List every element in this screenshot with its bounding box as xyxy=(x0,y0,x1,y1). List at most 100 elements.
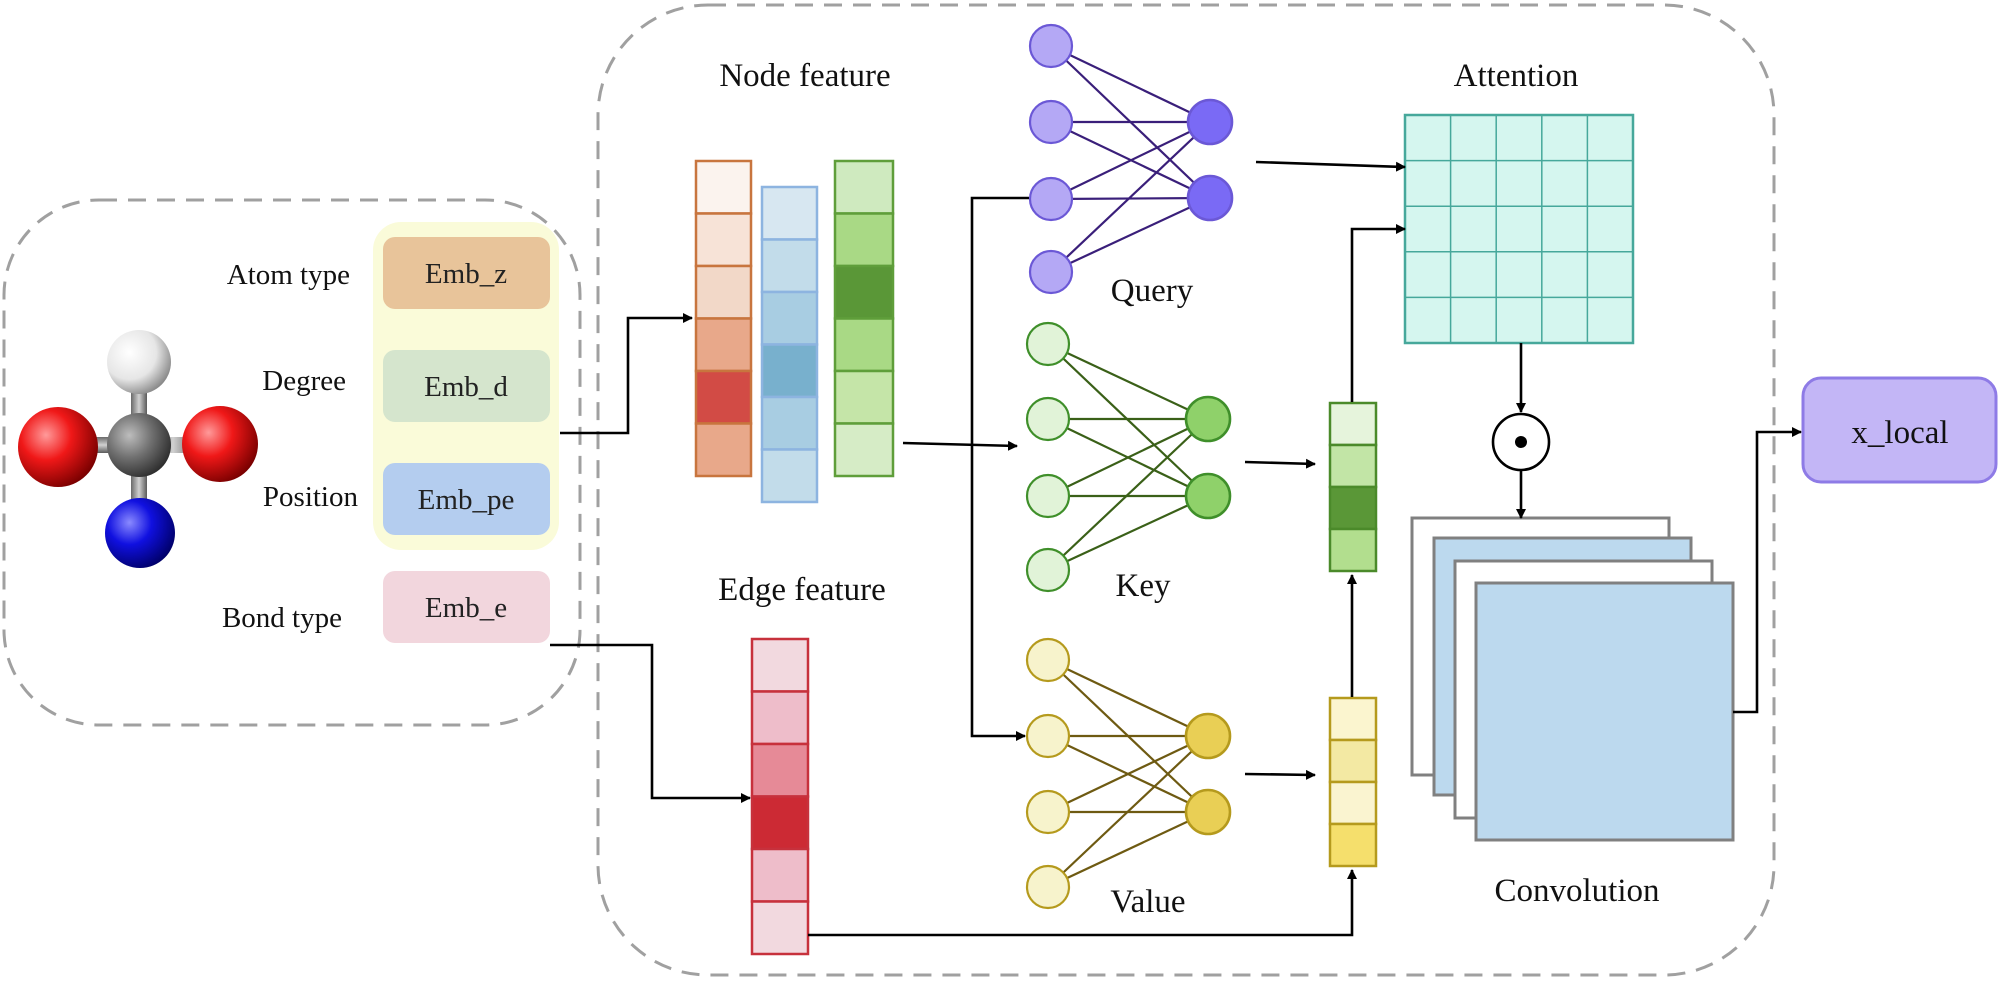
value-vector-cell xyxy=(1328,780,1378,826)
oxygen-atom-right xyxy=(182,406,258,482)
edge-feature-cell xyxy=(750,847,810,903)
arrow-emb-e-to-edge xyxy=(550,643,751,803)
key-vector-cell xyxy=(1328,443,1378,489)
key-output-node xyxy=(1184,472,1232,520)
convolution-stack xyxy=(1410,516,1735,842)
x-local-box xyxy=(1801,376,1998,484)
carbon-atom xyxy=(107,413,171,477)
key-input-node xyxy=(1025,321,1071,367)
value-vector-cell xyxy=(1328,696,1378,742)
value-vector-cell xyxy=(1328,822,1378,868)
key-input-node xyxy=(1025,396,1071,442)
edge-feature-cell xyxy=(750,742,810,798)
value-input-node xyxy=(1025,789,1071,835)
emb-e-box xyxy=(383,571,550,643)
key-edge xyxy=(1047,343,1209,420)
node-feature-col1-cell xyxy=(694,317,753,373)
key-edge xyxy=(1047,418,1209,571)
emb-e-label: Emb_e xyxy=(425,592,507,624)
key-vector xyxy=(1328,401,1378,573)
edge-feature-cell xyxy=(750,637,810,693)
node-feature-col2-cell xyxy=(760,395,819,451)
edge-feature-title: Edge feature xyxy=(718,572,886,608)
arrow-value-net-to-value-vec xyxy=(1244,769,1316,780)
hydrogen-atom xyxy=(107,330,171,394)
node-feature-column-1 xyxy=(694,159,753,478)
edge-feature-cell xyxy=(750,900,810,956)
atom-type-label: Atom type xyxy=(227,259,350,291)
arrow-emb-to-node xyxy=(560,313,693,435)
node-feature-col2-cell xyxy=(760,185,819,241)
node-feature-col3-cell xyxy=(833,317,895,373)
node-feature-col3-cell xyxy=(833,422,895,478)
attention-title: Attention xyxy=(1454,58,1579,94)
node-feature-col1-cell xyxy=(694,264,753,320)
query-label: Query xyxy=(1111,273,1194,309)
bond-type-label: Bond type xyxy=(222,602,342,634)
emb-d-label: Emb_d xyxy=(424,371,508,403)
node-feature-col1-cell xyxy=(694,369,753,425)
edge-feature-column xyxy=(750,637,810,956)
oxygen-atom-left xyxy=(18,407,98,487)
query-output-node xyxy=(1186,174,1234,222)
query-input-node xyxy=(1028,23,1074,69)
query-edge xyxy=(1050,45,1211,123)
value-input-node xyxy=(1025,637,1071,683)
node-feature-col1-cell xyxy=(694,212,753,268)
query-edge xyxy=(1050,121,1211,273)
arrow-key-vec-to-attention xyxy=(1350,224,1406,402)
key-input-node xyxy=(1025,547,1071,593)
module-group-border xyxy=(596,3,1776,977)
value-output-node xyxy=(1184,788,1232,836)
arrow-conv-to-output xyxy=(1733,427,1802,714)
value-label: Value xyxy=(1110,884,1185,920)
node-feature-col3-cell xyxy=(833,159,895,215)
emb-z-box xyxy=(383,237,550,309)
node-feature-column-2 xyxy=(760,185,819,504)
attention-matrix-frame xyxy=(1403,113,1635,345)
value-edge xyxy=(1047,659,1209,737)
node-feature-col2-cell xyxy=(760,290,819,346)
emb-pe-box xyxy=(383,463,550,535)
value-input-node xyxy=(1025,713,1071,759)
node-feature-col2-cell xyxy=(760,343,819,399)
emb-z-label: Emb_z xyxy=(425,258,507,290)
convolution-title: Convolution xyxy=(1494,873,1659,909)
value-vector-cell xyxy=(1328,738,1378,784)
node-feature-col3-cell xyxy=(833,264,895,320)
query-input-node xyxy=(1028,176,1074,222)
query-output-node xyxy=(1186,98,1234,146)
key-edge xyxy=(1047,495,1209,571)
node-feature-col2-cell xyxy=(760,238,819,294)
hadamard-dot xyxy=(1515,436,1527,448)
key-vector-cell xyxy=(1328,527,1378,573)
key-input-node xyxy=(1025,473,1071,519)
value-vector xyxy=(1328,696,1378,868)
emb-pe-label: Emb_pe xyxy=(418,484,515,516)
key-output-node xyxy=(1184,395,1232,443)
arrow-node-branch-value xyxy=(970,196,1029,741)
value-edge xyxy=(1047,811,1209,888)
value-network xyxy=(1025,637,1232,910)
query-input-node xyxy=(1028,249,1074,295)
node-feature-col3-cell xyxy=(833,369,895,425)
edge-feature-cell xyxy=(750,690,810,746)
arrow-query-to-attention xyxy=(1255,160,1406,172)
query-input-node xyxy=(1028,99,1074,145)
value-output-node xyxy=(1184,712,1232,760)
query-edge xyxy=(1050,197,1211,273)
conv-map-4 xyxy=(1474,581,1735,842)
node-feature-column-3 xyxy=(833,159,895,478)
node-feature-title: Node feature xyxy=(719,58,890,94)
nitrogen-atom xyxy=(105,498,175,568)
emb-d-box xyxy=(383,350,550,422)
node-feature-col2-cell xyxy=(760,448,819,504)
key-vector-cell xyxy=(1328,485,1378,531)
key-edge xyxy=(1047,418,1209,497)
position-label: Position xyxy=(263,481,359,513)
node-feature-col1-cell xyxy=(694,422,753,478)
node-feature-col3-cell xyxy=(833,212,895,268)
value-edge xyxy=(1047,735,1209,888)
query-network xyxy=(1028,23,1234,295)
